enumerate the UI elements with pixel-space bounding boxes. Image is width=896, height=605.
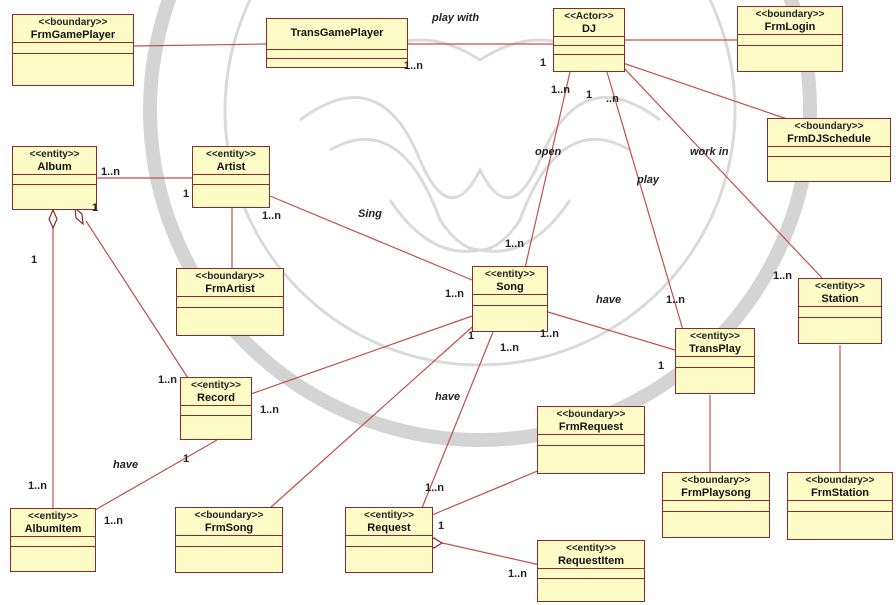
class-name: Album <box>37 161 72 173</box>
assoc-label-open: open <box>535 146 562 158</box>
multiplicity: 1..n <box>104 515 123 527</box>
multiplicity: 1 <box>658 360 665 372</box>
class-name: FrmStation <box>810 487 870 499</box>
class-name: Record <box>197 392 235 404</box>
multiplicity: 1 <box>586 89 593 101</box>
assoc-label-work-in: work in <box>690 146 729 158</box>
class-request-item[interactable]: <<entity>>RequestItem <box>537 540 645 602</box>
class-name: FrmRequest <box>558 421 624 433</box>
assoc-label-have-record-albumitem: have <box>113 459 139 471</box>
class-name: FrmDJSchedule <box>787 133 871 145</box>
class-name: Song <box>496 281 524 293</box>
class-stereotype: <<boundary>> <box>194 510 264 521</box>
multiplicity: 1 <box>31 254 38 266</box>
class-stereotype: <<boundary>> <box>794 121 864 132</box>
multiplicity: 1..n <box>262 210 281 222</box>
class-frm-request[interactable]: <<boundary>>FrmRequest <box>537 406 645 474</box>
class-name: TransPlay <box>689 343 741 355</box>
class-station[interactable]: <<entity>>Station <box>798 278 882 344</box>
assoc-label-have-song-request: have <box>435 391 461 403</box>
multiplicity: 1..n <box>28 480 47 492</box>
class-stereotype: <<boundary>> <box>755 9 825 20</box>
class-name: Artist <box>216 161 246 173</box>
class-stereotype: <<entity>> <box>29 149 80 160</box>
class-name: DJ <box>581 23 597 35</box>
class-stereotype: <<entity>> <box>205 149 257 160</box>
class-name: FrmPlaysong <box>681 487 751 499</box>
class-frm-song[interactable]: <<boundary>>FrmSong <box>175 507 283 573</box>
class-stereotype: <<boundary>> <box>38 17 108 28</box>
multiplicity: 1..n <box>500 342 519 354</box>
multiplicity: ..n <box>606 93 619 105</box>
multiplicity: 1..n <box>158 374 177 386</box>
multiplicity: 1 <box>183 453 190 465</box>
multiplicity: 1..n <box>666 294 685 306</box>
class-stereotype: <<boundary>> <box>681 475 751 486</box>
class-song[interactable]: <<entity>>Song <box>472 266 548 332</box>
assoc-label-play: play <box>637 174 660 186</box>
class-request[interactable]: <<entity>>Request <box>345 507 433 573</box>
class-name: FrmLogin <box>764 21 816 33</box>
class-stereotype: <<Actor>> <box>564 11 614 22</box>
class-stereotype: <<entity>> <box>565 543 617 554</box>
class-frm-dj-schedule[interactable]: <<boundary>>FrmDJSchedule <box>767 118 891 182</box>
multiplicity: 1..n <box>101 166 120 178</box>
class-frm-artist[interactable]: <<boundary>>FrmArtist <box>176 268 284 336</box>
multiplicity: 1..n <box>540 328 559 340</box>
class-name: TransGamePlayer <box>290 27 384 39</box>
class-name: FrmSong <box>204 522 254 534</box>
multiplicity: 1 <box>183 188 190 200</box>
class-stereotype: <<entity>> <box>27 511 79 522</box>
multiplicity: 1..n <box>425 482 444 494</box>
class-stereotype: <<entity>> <box>814 281 866 292</box>
class-stereotype: <<entity>> <box>363 510 415 521</box>
multiplicity: 1 <box>92 202 99 214</box>
assoc-label-have-song-transplay: have <box>596 294 622 306</box>
class-frm-game-player[interactable]: <<boundary>>FrmGamePlayer <box>12 14 134 86</box>
multiplicity: 1 <box>468 330 475 342</box>
class-artist[interactable]: <<entity>>Artist <box>192 146 270 208</box>
class-stereotype: <<entity>> <box>689 331 741 342</box>
multiplicity: 1..n <box>505 238 524 250</box>
class-stereotype: <<boundary>> <box>805 475 875 486</box>
multiplicity: 1..n <box>260 404 279 416</box>
multiplicity: 1..n <box>551 84 570 96</box>
class-frm-login[interactable]: <<boundary>>FrmLogin <box>737 6 843 72</box>
multiplicity: 1..n <box>508 568 527 580</box>
multiplicity: 1..n <box>773 270 792 282</box>
class-name: FrmGamePlayer <box>30 29 116 41</box>
multiplicity: 1 <box>438 520 445 532</box>
assoc-label-play-with: play with <box>432 12 480 24</box>
class-name: RequestItem <box>557 555 625 567</box>
class-stereotype: <<boundary>> <box>556 409 626 420</box>
class-stereotype: <<boundary>> <box>195 271 265 282</box>
multiplicity: 1 <box>540 57 547 69</box>
multiplicity: 1..n <box>445 288 464 300</box>
class-album-item[interactable]: <<entity>>AlbumItem <box>10 508 96 572</box>
class-frm-playsong[interactable]: <<boundary>>FrmPlaysong <box>662 472 770 538</box>
class-trans-game-player[interactable]: TransGamePlayer <box>266 18 408 68</box>
multiplicity: 1..n <box>404 60 423 72</box>
class-name: Station <box>821 293 859 305</box>
class-record[interactable]: <<entity>>Record <box>180 377 252 440</box>
class-album[interactable]: <<entity>>Album <box>12 146 97 210</box>
class-trans-play[interactable]: <<entity>>TransPlay <box>675 328 755 394</box>
class-stereotype: <<entity>> <box>190 380 242 391</box>
class-frm-station[interactable]: <<boundary>>FrmStation <box>787 472 893 540</box>
class-name: AlbumItem <box>24 523 82 535</box>
class-dj-actor[interactable]: <<Actor>>DJ <box>553 8 625 72</box>
class-name: Request <box>367 522 411 534</box>
class-name: FrmArtist <box>205 283 255 295</box>
assoc-label-sing: Sing <box>358 208 382 220</box>
class-stereotype: <<entity>> <box>484 269 536 280</box>
